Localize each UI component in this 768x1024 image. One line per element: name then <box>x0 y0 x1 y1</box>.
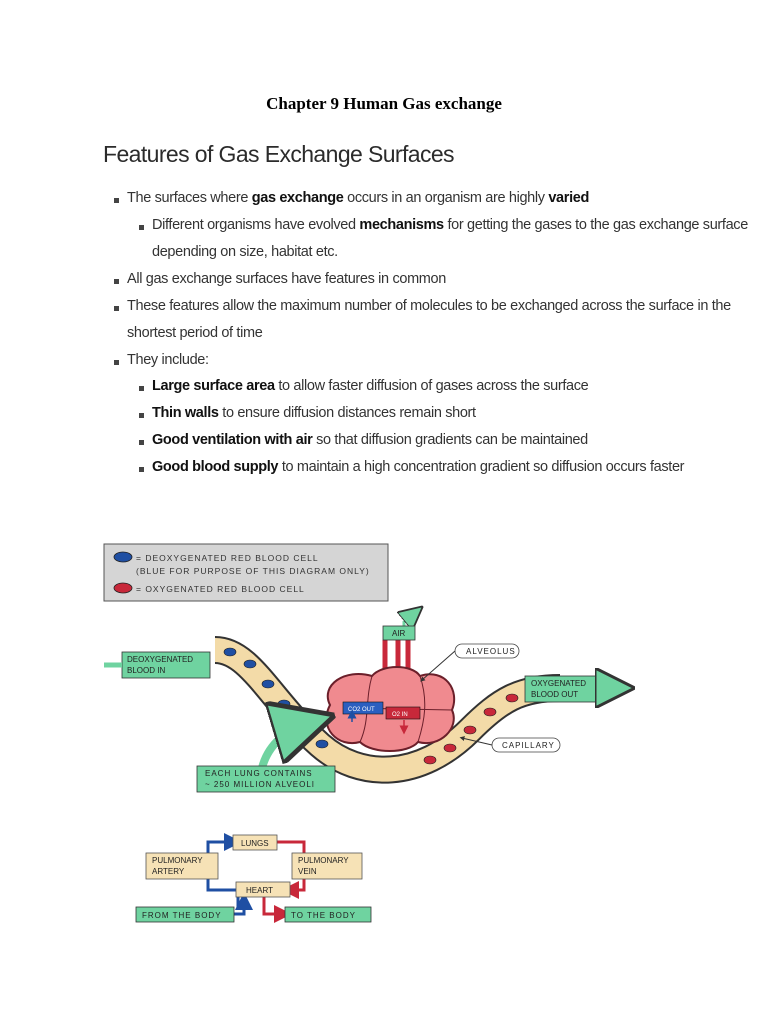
lung-note-1: EACH LUNG CONTAINS <box>205 769 313 778</box>
lung-note-2: ~ 250 MILLION ALVEOLI <box>205 780 315 789</box>
chapter-title: Chapter 9 Human Gas exchange <box>266 94 502 113</box>
bullet-common-features: All gas exchange surfaces have features … <box>127 271 446 287</box>
bullet-text: Different organisms have evolved <box>152 217 360 233</box>
bullet-marker <box>139 440 144 445</box>
feature-ventilation: Good ventilation with air so that diffus… <box>152 432 588 448</box>
bullet-bold: mechanisms <box>359 217 444 233</box>
bullet-marker <box>139 225 144 230</box>
heart-label: HEART <box>246 886 273 895</box>
legend-deoxy-note: (BLUE FOR PURPOSE OF THIS DIAGRAM ONLY) <box>136 566 370 576</box>
alveolus-diagram: = DEOXYGENATED RED BLOOD CELL (BLUE FOR … <box>103 543 768 923</box>
oxygenated-cell-swatch <box>113 582 133 594</box>
bullet-bold: varied <box>548 190 589 206</box>
bullet-marker <box>139 467 144 472</box>
deoxy-in-label-1: DEOXYGENATED <box>127 655 193 664</box>
from-body-path <box>234 892 253 916</box>
alveolus-pointer <box>420 650 456 682</box>
bullet-they-include: They include: <box>127 352 209 368</box>
feature-bold: Good blood supply <box>152 459 279 475</box>
feature-surface-area: Large surface area to allow faster diffu… <box>152 378 589 394</box>
section-heading: Features of Gas Exchange Surfaces <box>103 141 455 167</box>
feature-bold: Large surface area <box>152 378 275 394</box>
bullet-max-molecules: These features allow the maximum number … <box>127 298 731 314</box>
bullet-max-molecules-cont: shortest period of time <box>127 325 263 341</box>
o2-in-label: O2 IN <box>392 712 408 718</box>
bullet-surfaces-varied: The surfaces where gas exchange occurs i… <box>127 190 589 206</box>
feature-text: to maintain a high concentration gradien… <box>278 459 685 475</box>
oxy-out-label-1: OXYGENATED <box>531 679 586 688</box>
feature-bold: Thin walls <box>152 405 219 421</box>
bullet-text: The surfaces where <box>127 190 252 206</box>
bullet-mechanisms-cont: depending on size, habitat etc. <box>152 244 338 260</box>
bullet-marker <box>114 360 119 365</box>
feature-text: to ensure diffusion distances remain sho… <box>218 405 476 421</box>
co2-out-label: CO2 OUT <box>348 707 375 713</box>
deoxy-in-label-2: BLOOD IN <box>127 666 165 675</box>
legend-deoxy: = DEOXYGENATED RED BLOOD CELL <box>136 553 319 563</box>
feature-bold: Good ventilation with air <box>152 432 313 448</box>
capillary <box>213 638 561 782</box>
bullet-marker <box>114 279 119 284</box>
bullet-text: occurs in an organism are highly <box>343 190 549 206</box>
air-label: AIR <box>392 629 406 638</box>
pulmonary-artery-1: PULMONARY <box>152 856 203 865</box>
alveolus-label: ALVEOLUS <box>466 647 516 656</box>
legend: = DEOXYGENATED RED BLOOD CELL (BLUE FOR … <box>103 543 389 602</box>
legend-oxy: = OXYGENATED RED BLOOD CELL <box>136 584 305 594</box>
capillary-pointer <box>459 736 493 746</box>
oxy-out-label-2: BLOOD OUT <box>531 690 578 699</box>
deoxygenated-cell-swatch <box>113 551 133 563</box>
bullet-marker <box>114 306 119 311</box>
bullet-bold: gas exchange <box>251 190 344 206</box>
bullet-marker <box>114 198 119 203</box>
lung-note-arrow <box>258 722 312 770</box>
bullet-marker <box>139 413 144 418</box>
pulmonary-artery-2: ARTERY <box>152 867 185 876</box>
pulmonary-vein-2: VEIN <box>298 867 317 876</box>
feature-text: to allow faster diffusion of gases acros… <box>274 378 589 394</box>
capillary-label: CAPILLARY <box>502 741 555 750</box>
feature-thin-walls: Thin walls to ensure diffusion distances… <box>152 405 476 421</box>
bullet-mechanisms: Different organisms have evolved mechani… <box>152 217 748 233</box>
to-body-path <box>262 897 292 923</box>
from-body-label: FROM THE BODY <box>142 911 222 920</box>
lungs-label: LUNGS <box>241 839 269 848</box>
bullet-marker <box>139 386 144 391</box>
pulmonary-vein-1: PULMONARY <box>298 856 349 865</box>
feature-blood-supply: Good blood supply to maintain a high con… <box>152 459 685 475</box>
feature-text: so that diffusion gradients can be maint… <box>312 432 588 448</box>
to-body-label: TO THE BODY <box>291 911 356 920</box>
bullet-text: for getting the gases to the gas exchang… <box>443 217 748 233</box>
